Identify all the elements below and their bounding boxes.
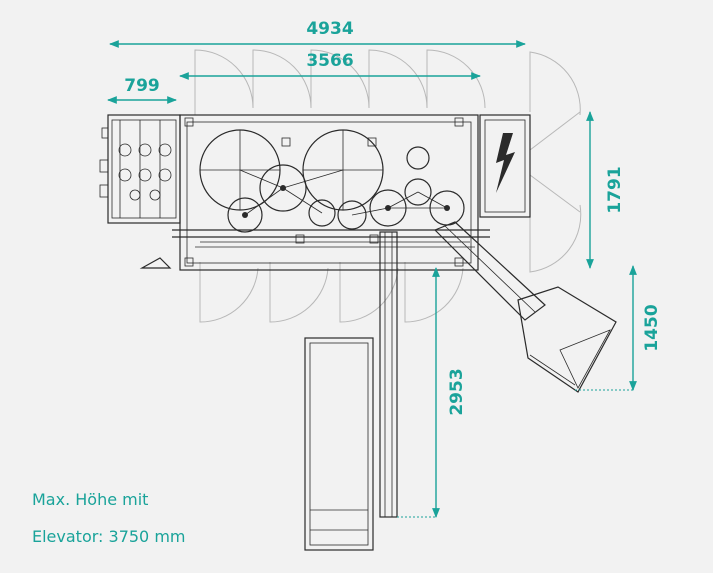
electrical-cabinet <box>479 114 531 218</box>
dimension-3566: 3566 <box>179 51 481 80</box>
dimension-1450: 1450 <box>575 265 662 391</box>
vertical-elevator <box>304 231 398 551</box>
dimension-label-1450: 1450 <box>642 304 662 351</box>
dimension-label-4934: 4934 <box>306 19 353 39</box>
door-swing-arcs <box>194 49 582 323</box>
dimension-label-3566: 3566 <box>306 51 353 71</box>
left-control-unit <box>99 114 181 224</box>
dimension-2953: 2953 <box>397 267 467 518</box>
inclined-conveyor <box>433 221 617 393</box>
dimension-4934: 4934 <box>109 19 526 48</box>
dimension-label-2953: 2953 <box>447 368 467 415</box>
dimension-799: 799 <box>107 76 177 104</box>
height-note-line-1: Max. Höhe mit <box>32 490 149 509</box>
dimension-label-799: 799 <box>124 76 160 96</box>
service-foot <box>139 257 172 269</box>
dimension-label-1791: 1791 <box>605 166 625 213</box>
lightning-bolt-icon <box>496 133 515 193</box>
main-machine-frame <box>172 114 490 271</box>
dimension-1791: 1791 <box>586 111 625 269</box>
height-note-line-2: Elevator: 3750 mm <box>32 527 186 546</box>
